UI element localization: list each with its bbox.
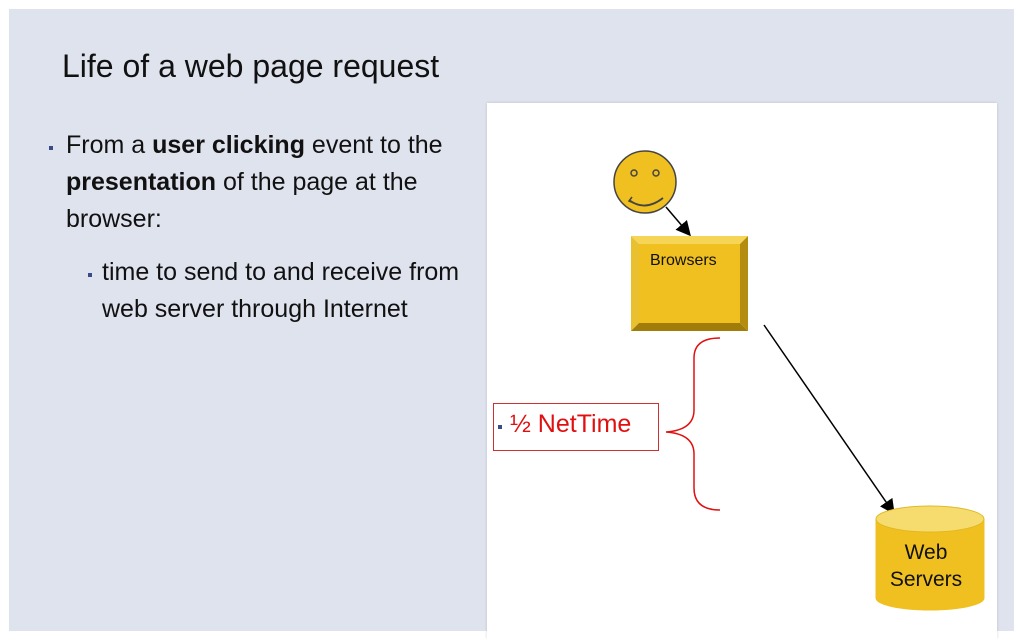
browsers-box xyxy=(631,236,748,331)
slide-title: Life of a web page request xyxy=(62,48,440,84)
bullet-1-part2: event to the xyxy=(304,131,443,159)
bullet-1-text: From a user clicking event to the presen… xyxy=(66,127,486,238)
web-servers-label-line2: Servers xyxy=(889,568,963,591)
bullet-1-bold-user-clicking: user clicking xyxy=(152,131,305,159)
bullet-1-part3: of the page at the browser: xyxy=(66,168,418,233)
bullet-2-text: time to send to and receive from web ser… xyxy=(102,258,460,323)
net-time-brace xyxy=(665,337,721,511)
arrow-user-to-browser xyxy=(665,206,691,237)
arrow-browser-to-servers xyxy=(763,324,895,515)
net-time-label-box: ½ NetTime xyxy=(493,403,659,451)
net-time-label: ½ NetTime xyxy=(510,410,632,438)
web-servers-label: Web Servers xyxy=(878,539,974,593)
bullet-1-bold-presentation: presentation xyxy=(66,168,217,196)
net-time-bullet-marker xyxy=(498,425,502,429)
browsers-label: Browsers xyxy=(650,252,717,269)
web-servers-cylinder-icon xyxy=(875,505,985,611)
bullet-1-part1: From a xyxy=(66,131,153,159)
sub-bullet-marker xyxy=(88,273,92,277)
web-servers-label-line1: Web xyxy=(904,541,948,564)
bullet-marker xyxy=(49,146,53,150)
user-smiley-icon xyxy=(613,150,677,214)
